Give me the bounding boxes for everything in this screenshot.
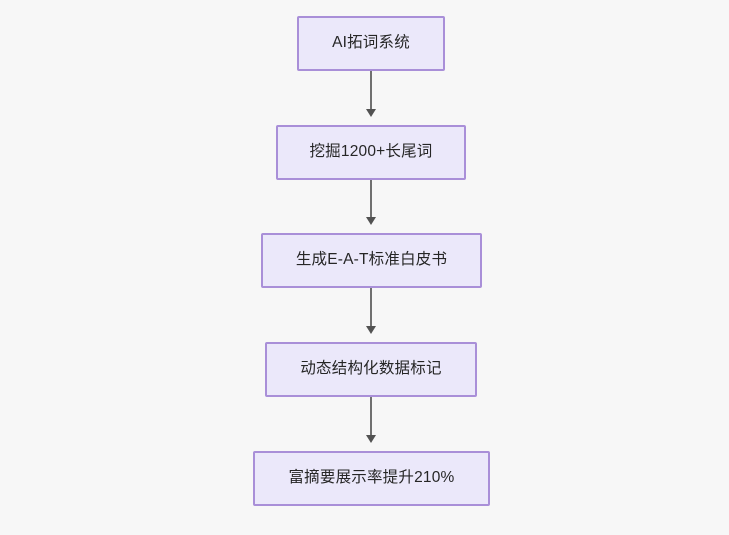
flow-node-rich-snippet-uplift[interactable]: 富摘要展示率提升210% — [253, 451, 490, 506]
edge-arrowhead-3-4 — [365, 326, 376, 334]
edge-arrowhead-4-5 — [365, 435, 376, 443]
flow-node-label: 挖掘1200+长尾词 — [309, 143, 433, 161]
edge-line-2-3 — [370, 180, 372, 218]
edge-arrowhead-1-2 — [365, 109, 376, 117]
flow-node-label: 富摘要展示率提升210% — [288, 469, 455, 487]
flow-node-generate-eat-whitepaper[interactable]: 生成E-A-T标准白皮书 — [261, 233, 482, 288]
flow-node-mine-longtail-keywords[interactable]: 挖掘1200+长尾词 — [276, 125, 466, 180]
edge-line-1-2 — [370, 71, 372, 110]
edge-line-4-5 — [370, 397, 372, 436]
flow-node-label: AI拓词系统 — [332, 34, 410, 52]
edge-arrowhead-2-3 — [365, 217, 376, 225]
flow-node-label: 动态结构化数据标记 — [300, 360, 442, 378]
edge-line-3-4 — [370, 288, 372, 327]
flow-node-label: 生成E-A-T标准白皮书 — [295, 251, 448, 269]
flow-node-dynamic-structured-data[interactable]: 动态结构化数据标记 — [265, 342, 477, 397]
flow-node-ai-keyword-system[interactable]: AI拓词系统 — [297, 16, 445, 71]
